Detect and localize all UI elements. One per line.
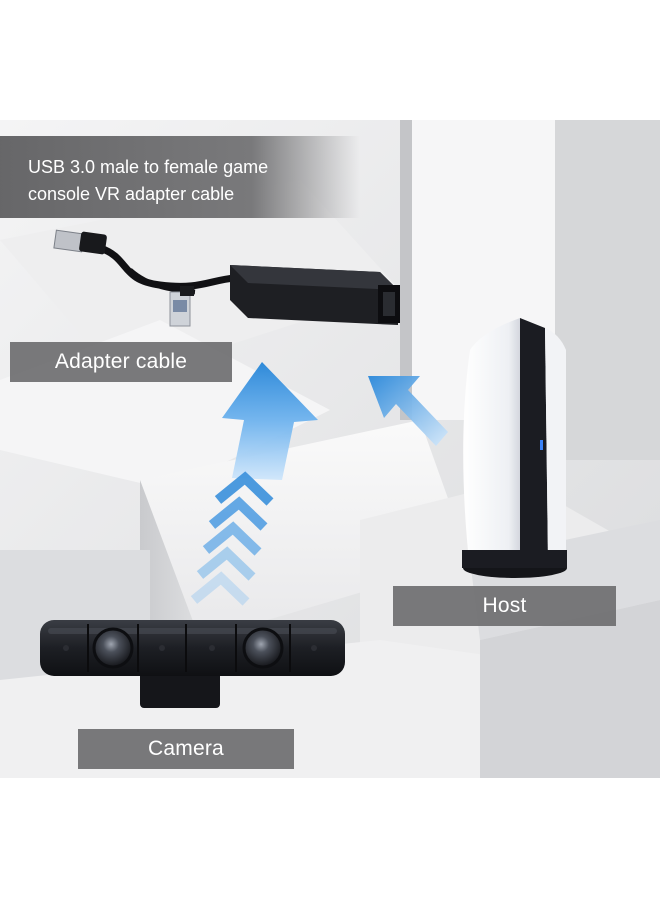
- usb-plug-icon: [53, 229, 107, 255]
- host-console-illustration: [462, 318, 567, 578]
- camera-illustration: [40, 620, 345, 708]
- adapter-cable-illustration: [53, 229, 400, 327]
- product-scene: [0, 120, 660, 778]
- camera-label: Camera: [78, 729, 294, 769]
- adapter-cable-label: Adapter cable: [10, 342, 232, 382]
- headline-line-1: USB 3.0 male to female game: [28, 157, 269, 177]
- host-label: Host: [393, 586, 616, 626]
- scene-illustration: [0, 120, 660, 778]
- arrow-up-icon: [190, 362, 448, 606]
- headline: USB 3.0 male to female game console VR a…: [0, 136, 360, 218]
- headline-line-2: console VR adapter cable: [28, 184, 235, 204]
